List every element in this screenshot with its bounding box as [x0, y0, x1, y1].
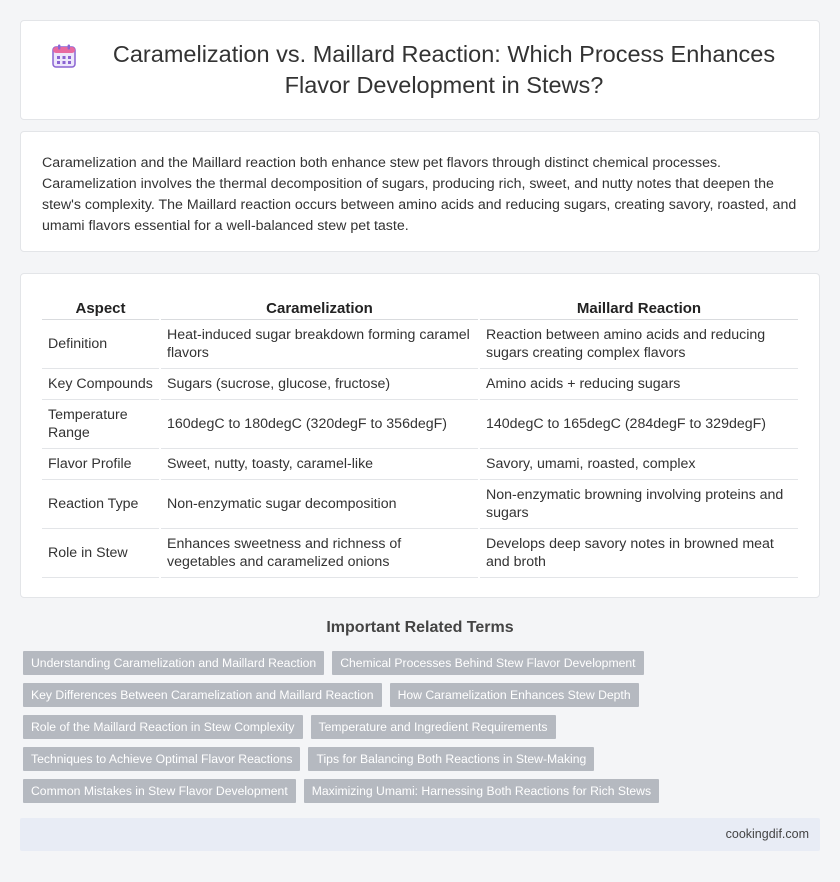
tag-row: Common Mistakes in Stew Flavor Developme… [23, 779, 803, 803]
page-title: Caramelization vs. Maillard Reaction: Wh… [112, 41, 776, 98]
table-row: Definition Heat-induced sugar breakdown … [42, 319, 798, 369]
related-term-tag[interactable]: Understanding Caramelization and Maillar… [23, 651, 325, 675]
related-term-tag[interactable]: Temperature and Ingredient Requirements [310, 715, 556, 739]
header-maillard: Maillard Reaction [478, 295, 798, 320]
row-aspect: Reaction Type [42, 479, 160, 529]
table-row: Reaction Type Non-enzymatic sugar decomp… [42, 479, 798, 529]
related-term-tag[interactable]: How Caramelization Enhances Stew Depth [389, 683, 639, 707]
footer-site-name[interactable]: cookingdif.com [725, 827, 809, 841]
intro-card: Caramelization and the Maillard reaction… [20, 131, 820, 252]
row-aspect: Flavor Profile [42, 448, 160, 480]
table-row: Flavor Profile Sweet, nutty, toasty, car… [42, 448, 798, 480]
row-caramelization: Sugars (sucrose, glucose, fructose) [159, 368, 479, 400]
related-term-tag[interactable]: Maximizing Umami: Harnessing Both Reacti… [303, 779, 660, 803]
title-wrap: Caramelization vs. Maillard Reaction: Wh… [21, 21, 819, 119]
row-caramelization: Sweet, nutty, toasty, caramel-like [159, 448, 479, 480]
header-card: Caramelization vs. Maillard Reaction: Wh… [20, 20, 820, 120]
table-row: Role in Stew Enhances sweetness and rich… [42, 528, 798, 578]
row-maillard: Reaction between amino acids and reducin… [478, 319, 798, 369]
related-terms-list: Understanding Caramelization and Maillar… [23, 651, 803, 811]
row-caramelization: Heat-induced sugar breakdown forming car… [159, 319, 479, 369]
table-header-row: Aspect Caramelization Maillard Reaction [42, 295, 798, 320]
related-term-tag[interactable]: Tips for Balancing Both Reactions in Ste… [308, 747, 595, 771]
related-term-tag[interactable]: Chemical Processes Behind Stew Flavor De… [332, 651, 644, 675]
related-terms-title: Important Related Terms [326, 619, 514, 636]
header-aspect: Aspect [42, 295, 160, 320]
tag-row: Techniques to Achieve Optimal Flavor Rea… [23, 747, 803, 771]
related-term-tag[interactable]: Techniques to Achieve Optimal Flavor Rea… [23, 747, 301, 771]
related-term-tag[interactable]: Role of the Maillard Reaction in Stew Co… [23, 715, 303, 739]
row-maillard: 140degC to 165degC (284degF to 329degF) [478, 399, 798, 449]
row-aspect: Temperature Range [42, 399, 160, 449]
row-caramelization: 160degC to 180degC (320degF to 356degF) [159, 399, 479, 449]
tag-row: Role of the Maillard Reaction in Stew Co… [23, 715, 803, 739]
row-maillard: Amino acids + reducing sugars [478, 368, 798, 400]
row-maillard: Savory, umami, roasted, complex [478, 448, 798, 480]
intro-paragraph: Caramelization and the Maillard reaction… [42, 155, 797, 234]
row-aspect: Definition [42, 319, 160, 369]
table-row: Temperature Range 160degC to 180degC (32… [42, 399, 798, 449]
row-aspect: Key Compounds [42, 368, 160, 400]
related-term-tag[interactable]: Common Mistakes in Stew Flavor Developme… [23, 779, 296, 803]
footer-bar: cookingdif.com [20, 818, 820, 851]
table-row: Key Compounds Sugars (sucrose, glucose, … [42, 368, 798, 400]
row-caramelization: Non-enzymatic sugar decomposition [159, 479, 479, 529]
comparison-card: Aspect Caramelization Maillard Reaction … [20, 273, 820, 598]
tag-row: Understanding Caramelization and Maillar… [23, 651, 803, 675]
row-aspect: Role in Stew [42, 528, 160, 578]
calendar-icon [52, 44, 76, 68]
row-maillard: Non-enzymatic browning involving protein… [478, 479, 798, 529]
comparison-table: Aspect Caramelization Maillard Reaction … [42, 295, 798, 578]
header-caramelization: Caramelization [159, 295, 479, 320]
row-maillard: Develops deep savory notes in browned me… [478, 528, 798, 578]
related-term-tag[interactable]: Key Differences Between Caramelization a… [23, 683, 382, 707]
tag-row: Key Differences Between Caramelization a… [23, 683, 803, 707]
row-caramelization: Enhances sweetness and richness of veget… [159, 528, 479, 578]
